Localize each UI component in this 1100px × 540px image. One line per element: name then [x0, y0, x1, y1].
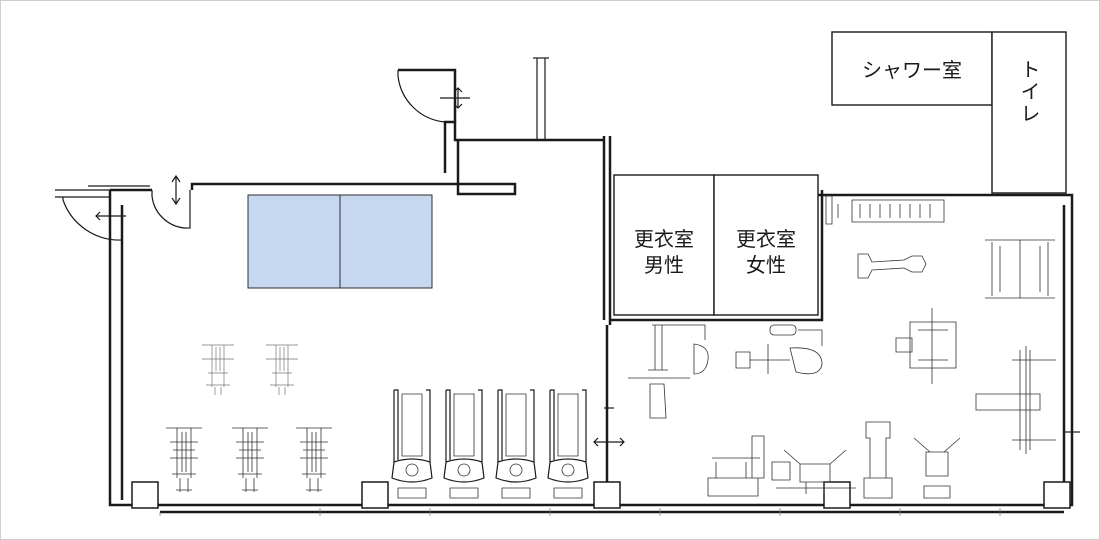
- shower-room: シャワー室: [831, 31, 993, 106]
- leg-press-machine: [863, 421, 893, 499]
- bench-rack: [825, 195, 945, 225]
- cable-crossover: [985, 239, 1055, 299]
- shoulder-press-machine: [913, 437, 961, 499]
- rack-light-2: [266, 344, 298, 395]
- columns: [131, 481, 1071, 516]
- lat-pulldown-machine: [628, 324, 709, 419]
- stretch-mat-left: [247, 194, 341, 289]
- adjustable-bench-rack: [975, 346, 1056, 454]
- locker-room-men: 更衣室 男性: [613, 174, 715, 316]
- doors: [62, 70, 1080, 447]
- power-rack-3: [296, 427, 332, 492]
- pec-deck-machine: [776, 449, 856, 494]
- treadmill-1: [391, 389, 433, 499]
- locker-men-label-2: 男性: [644, 253, 684, 277]
- locker-men-label-1: 更衣室: [634, 227, 694, 251]
- locker-women-label-2: 女性: [746, 253, 786, 277]
- corridor-walls: [398, 57, 612, 505]
- smith-machine: [895, 308, 957, 384]
- stretching-mats: [247, 194, 433, 289]
- locker-room-women: 更衣室 女性: [713, 174, 819, 316]
- leg-curl-bench: [857, 253, 927, 279]
- treadmill-4: [547, 389, 589, 499]
- outer-walls: [55, 174, 1074, 514]
- rack-light-1: [202, 344, 234, 395]
- locker-women-label-1: 更衣室: [736, 227, 796, 251]
- power-rack-1: [166, 427, 202, 492]
- toilet-room: トイレ: [991, 31, 1067, 194]
- shower-room-label: シャワー室: [862, 58, 962, 82]
- treadmill-2: [443, 389, 485, 499]
- multi-station-machine: [707, 435, 791, 497]
- power-rack-2: [232, 427, 268, 492]
- stretch-mat-right: [339, 194, 433, 289]
- chest-press-machine: [735, 324, 823, 375]
- toilet-label: トイレ: [1017, 59, 1041, 125]
- treadmill-3: [495, 389, 537, 499]
